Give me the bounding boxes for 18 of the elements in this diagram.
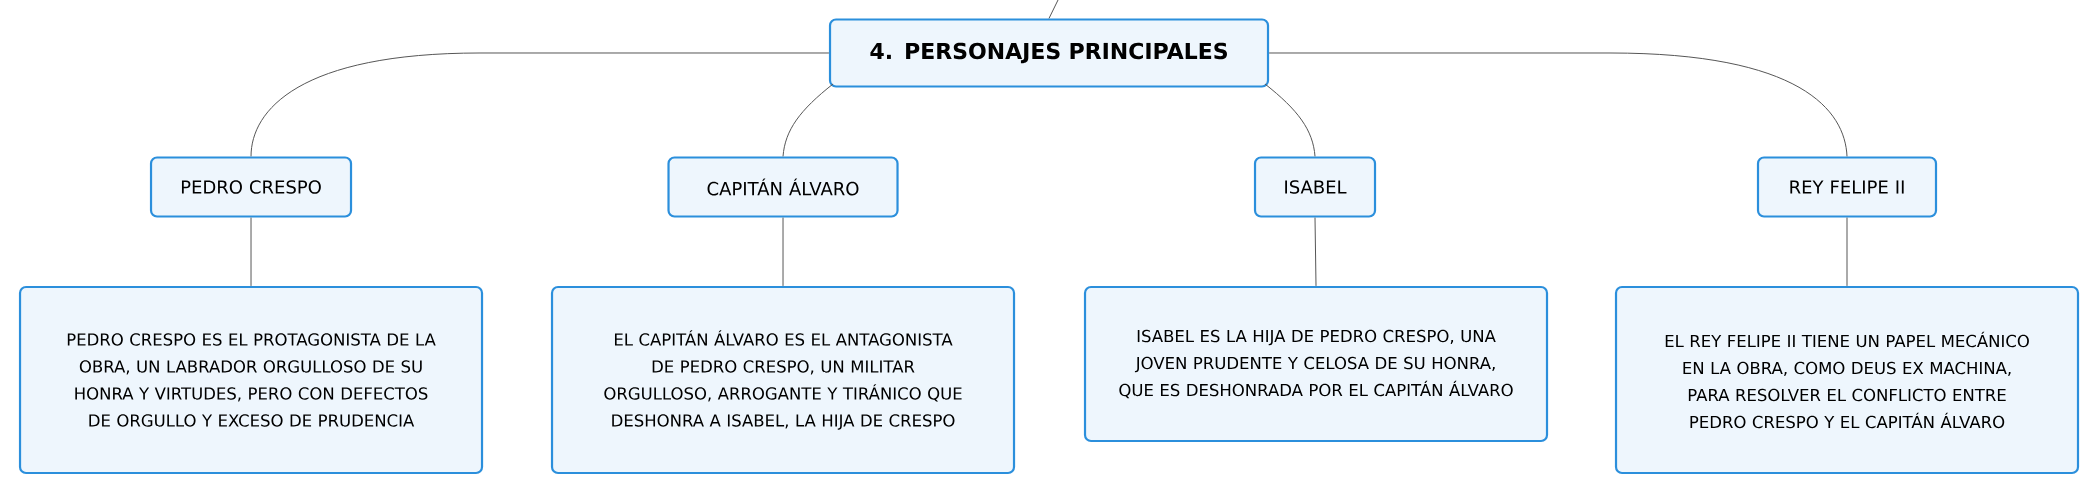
description-box: PEDRO CRESPO ES EL PROTAGONISTA DE LA OBRA, UN LABRADOR ORGULLOSO DE SU HONRA Y VIRTUDES, PERO CON DEFECTOS DE ORGULLO Y EXCESO DE PRUDENCIA: [18, 285, 484, 475]
description-box: ISABEL ES LA HIJA DE PEDRO CRESPO, UNA JOVEN PRUDENTE Y CELOSA DE SU HONRA, QUE ES DESHONRADA POR EL CAPITÁN ÁLVARO: [1083, 285, 1549, 443]
connector-line: [1264, 83, 1316, 157]
connector-line: [1048, 0, 1059, 19]
description-box: EL REY FELIPE II TIENE UN PAPEL MECÁNICO EN LA OBRA, COMO DEUS EX MACHINA, PARA RESOLVER EL CONFLICTO ENTRE PEDRO CRESPO Y EL CAPITÁN ÁLVARO: [1614, 285, 2080, 475]
connector-line: [782, 83, 834, 157]
connector-line: [782, 217, 784, 287]
character-box: REY FELIPE II: [1756, 156, 1938, 218]
connector-line: [1314, 217, 1317, 287]
connector-line: [1268, 52, 1848, 157]
connector-line: [250, 217, 252, 287]
description-box: EL CAPITÁN ÁLVARO ES EL ANTAGONISTA DE PEDRO CRESPO, UN MILITAR ORGULLOSO, ARROGANTE Y TIRÁNICO QUE DESHONRA A ISABEL, LA HIJA DE CRESPO: [550, 285, 1016, 475]
connector-line: [1846, 217, 1848, 287]
title-box: 4. PERSONAJES PRINCIPALES: [828, 18, 1270, 88]
character-box: ISABEL: [1253, 156, 1377, 218]
character-box: PEDRO CRESPO: [149, 156, 353, 218]
connector-line: [250, 52, 830, 157]
character-box: CAPITÁN ÁLVARO: [667, 156, 899, 218]
